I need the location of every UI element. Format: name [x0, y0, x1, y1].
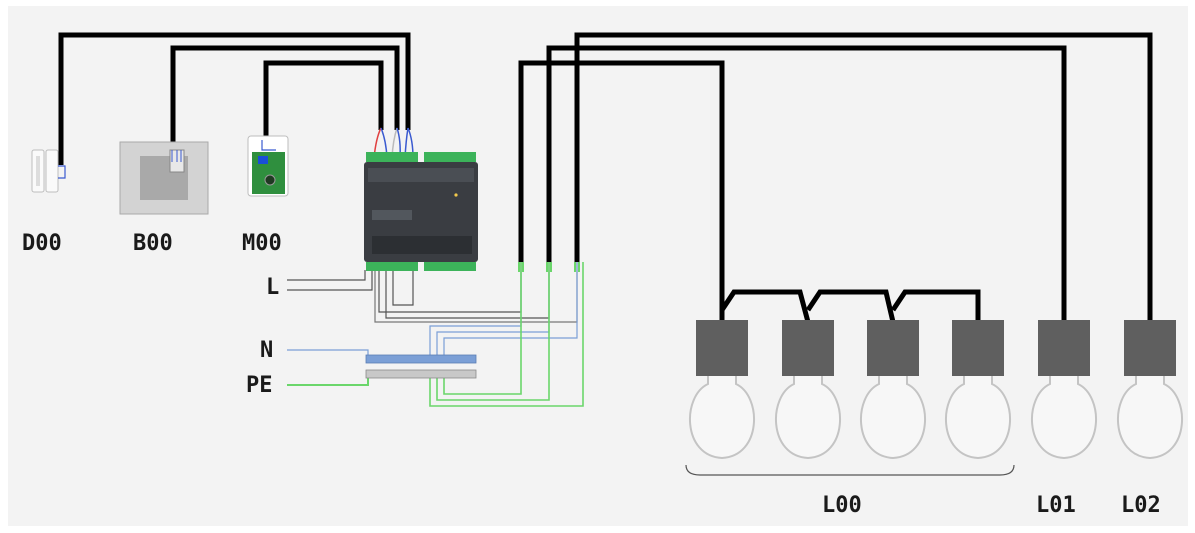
- bulb-icon: [775, 376, 841, 460]
- label-line: L: [266, 275, 279, 300]
- lamp-fixtures: [689, 320, 1183, 460]
- cable-l01: [546, 45, 1067, 322]
- lamp-socket: [1038, 320, 1090, 376]
- l00-chain-3: [890, 289, 981, 322]
- lamp-socket: [1124, 320, 1176, 376]
- bulb-icon: [860, 376, 926, 460]
- wire-pe-3: [443, 262, 522, 395]
- label-b00: B00: [133, 231, 173, 256]
- neutral-terminal-block: [365, 354, 477, 364]
- cable-d00: [58, 32, 411, 165]
- lamp-4: [945, 320, 1011, 460]
- bulb-icon: [1117, 376, 1183, 460]
- cable-b00: [170, 45, 400, 150]
- bulb-icon: [689, 376, 755, 460]
- label-d00: D00: [22, 231, 62, 256]
- label-earth: PE: [246, 373, 273, 398]
- lamp-socket: [952, 320, 1004, 376]
- l00-chain-1: [719, 289, 811, 323]
- lamp-3: [860, 320, 926, 460]
- bulb-icon: [1031, 376, 1097, 460]
- button-icon: [119, 141, 209, 215]
- wire-l-2: [287, 270, 373, 291]
- sensor-cables: [58, 32, 411, 165]
- wire-n-3: [443, 262, 578, 357]
- wire-pe-2: [436, 262, 550, 401]
- lamp-1: [689, 320, 755, 460]
- bulb-icon: [945, 376, 1011, 460]
- cable-l02: [574, 32, 1153, 322]
- l00-group-bracket: [685, 464, 1015, 476]
- cable-m00: [263, 60, 384, 140]
- lamp-2: [775, 320, 841, 460]
- door-sensor-icon: [31, 149, 66, 193]
- lamp-socket: [696, 320, 748, 376]
- lamp-socket: [867, 320, 919, 376]
- lamp-cables: [518, 32, 1153, 323]
- cable-end-sleeves: [518, 262, 580, 272]
- cable-l00: [518, 60, 725, 322]
- diagram-background: [8, 6, 1188, 526]
- terminal-blocks: [365, 354, 477, 379]
- earth-terminal-block: [365, 369, 477, 379]
- motion-sensor-icon: [247, 135, 289, 197]
- label-neutral: N: [260, 338, 273, 363]
- wire-pe-1: [429, 262, 584, 407]
- lamp-5: [1031, 320, 1097, 460]
- controller-module: [364, 152, 478, 271]
- label-l00: L00: [822, 493, 862, 518]
- lamp-socket: [782, 320, 834, 376]
- l00-chain-2: [805, 289, 896, 323]
- lamp-6: [1117, 320, 1183, 460]
- wire-l-5: [392, 270, 414, 306]
- label-l01: L01: [1036, 493, 1076, 518]
- label-l02: L02: [1121, 493, 1161, 518]
- label-m00: M00: [242, 231, 282, 256]
- wire-l-1: [287, 270, 366, 281]
